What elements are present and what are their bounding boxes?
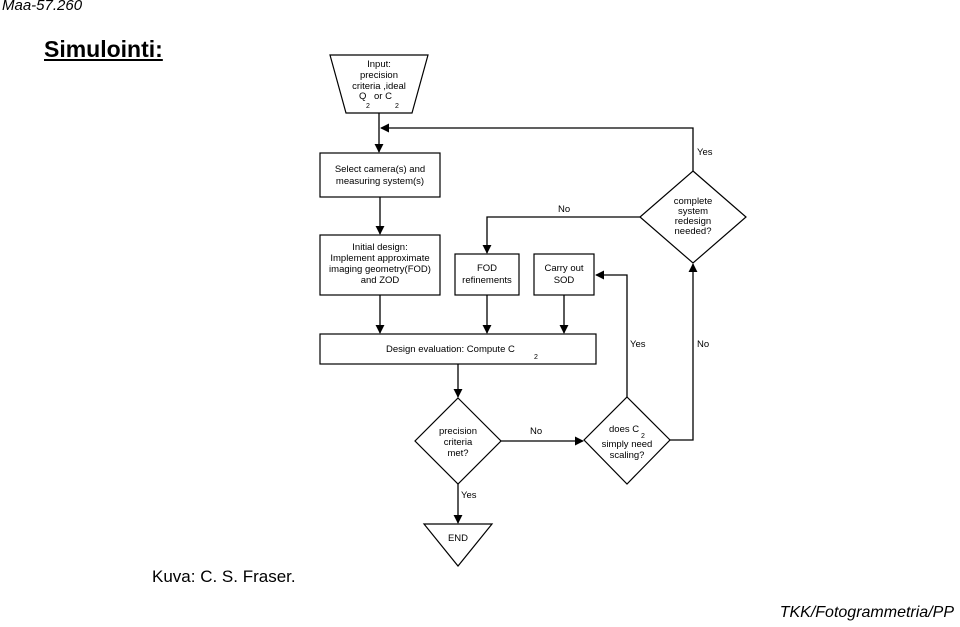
redesign-decision: complete system redesign needed? xyxy=(639,170,747,264)
input-line1: Input: xyxy=(367,59,391,70)
label-no-scaling: No xyxy=(697,339,709,350)
sod-line2: SOD xyxy=(554,275,575,286)
fod-line1: FOD xyxy=(477,263,497,274)
precision-criteria-decision: precision criteria met? xyxy=(414,397,502,485)
initial-design-node: Initial design: Implement approximate im… xyxy=(319,234,441,296)
redesign-line3: redesign xyxy=(675,216,711,227)
precision-line1: precision xyxy=(439,426,477,437)
label-yes-scaling: Yes xyxy=(630,339,646,350)
label-no-precision: No xyxy=(530,426,542,437)
initial-line1: Initial design: xyxy=(352,242,407,253)
end-text: END xyxy=(448,533,468,544)
scaling-line1: does C xyxy=(609,424,639,435)
input-q: Q xyxy=(359,91,366,102)
scaling-line3: scaling? xyxy=(610,450,645,461)
input-line3: criteria ,ideal xyxy=(352,81,406,92)
redesign-line2: system xyxy=(678,206,708,217)
evaluation-sub: 2 xyxy=(534,354,538,361)
carry-out-sod-node: Carry out SOD xyxy=(533,253,595,296)
input-line2: precision xyxy=(360,70,398,81)
initial-line3: imaging geometry(FOD) xyxy=(329,264,431,275)
fod-refinements-node: FOD refinements xyxy=(454,253,520,296)
initial-line2: Implement approximate xyxy=(330,253,429,264)
precision-line3: met? xyxy=(447,448,468,459)
input-or-c: or C xyxy=(374,91,392,102)
image-credit: Kuva: C. S. Fraser. xyxy=(152,567,296,586)
label-yes-precision: Yes xyxy=(461,490,477,501)
scaling-sub: 2 xyxy=(641,433,645,440)
initial-line4: and ZOD xyxy=(361,275,400,286)
label-yes-redesign: Yes xyxy=(697,147,713,158)
sod-line1: Carry out xyxy=(544,263,583,274)
fod-line2: refinements xyxy=(462,275,512,286)
scaling-decision: does C 2 simply need scaling? xyxy=(583,396,671,485)
input-sub-c: 2 xyxy=(395,103,399,110)
footer-text: TKK/Fotogrammetria/PP xyxy=(779,604,954,621)
design-evaluation-node: Design evaluation: Compute C 2 xyxy=(319,333,597,365)
redesign-line4: needed? xyxy=(675,226,712,237)
select-line2: measuring system(s) xyxy=(336,176,424,187)
slide-heading: Simulointi: xyxy=(44,36,163,62)
end-node: END xyxy=(422,523,494,567)
scaling-line2: simply need xyxy=(602,439,653,450)
redesign-line1: complete xyxy=(674,196,713,207)
evaluation-text: Design evaluation: Compute C xyxy=(386,344,515,355)
select-line1: Select camera(s) and xyxy=(335,164,425,175)
input-node: Input: precision criteria ,ideal Q or C … xyxy=(329,54,429,114)
select-camera-node: Select camera(s) and measuring system(s) xyxy=(319,152,441,198)
connectors xyxy=(374,113,698,524)
input-sub-q: 2 xyxy=(366,103,370,110)
label-no-redesign: No xyxy=(558,204,570,215)
precision-line2: criteria xyxy=(444,437,473,448)
course-code: Maa-57.260 xyxy=(2,0,83,14)
